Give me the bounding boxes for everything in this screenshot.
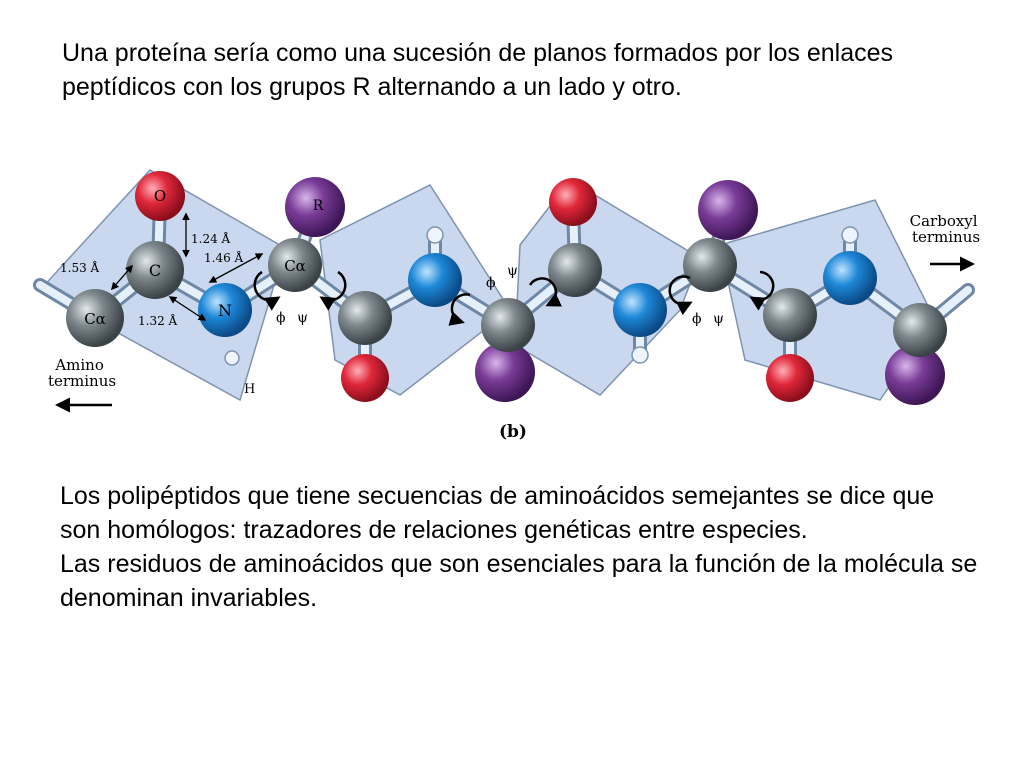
phi-rotation-arrow (448, 293, 471, 326)
peptide-plane-diagram: O C N R H Cα Cα 1.24 Å 1.46 Å 1.53 Å 1.3… (33, 169, 983, 442)
alpha-carbon-atom (893, 303, 947, 357)
r-group-atom (698, 180, 758, 240)
bond-length-c-alpha-c: 1.53 Å (60, 260, 100, 275)
paragraph-invariable: Las residuos de aminoácidos que son esen… (60, 550, 978, 612)
amino-terminus-label: Amino (54, 356, 104, 374)
atom-label-o: O (154, 187, 166, 205)
oxygen-atom (135, 171, 185, 221)
alpha-carbon-atom (683, 238, 737, 292)
carbon-atom (338, 291, 392, 345)
carbon-atom (548, 243, 602, 297)
amino-terminus-label-line-2: terminus (48, 372, 116, 390)
psi-label: ψ (507, 263, 518, 279)
atoms (66, 171, 947, 405)
intro-text: Una proteína sería como una sucesión de … (62, 39, 894, 101)
svg-text:Amino terminus: Amino terminus (48, 356, 116, 390)
alpha-carbon-atom (268, 238, 322, 292)
phi-rotation-arrow (668, 275, 693, 316)
psi-label: ψ (297, 310, 308, 326)
body-text: Los polipéptidos que tiene secuencias de… (60, 479, 980, 615)
nitrogen-atom (198, 283, 252, 337)
atom-label-c: C (149, 261, 161, 280)
nitrogen-atom (613, 283, 667, 337)
paragraph-homologous: Los polipéptidos que tiene secuencias de… (60, 482, 935, 544)
atom-label-c-alpha: Cα (84, 310, 106, 328)
psi-rotation-arrow (319, 270, 347, 311)
carboxyl-terminus-label: Carboxyl (910, 212, 978, 230)
atom-label-n: N (218, 301, 232, 320)
psi-rotation-arrow (528, 277, 563, 307)
bond-length-cn-alpha: 1.46 Å (204, 250, 244, 265)
amino-terminus: Amino terminus (48, 356, 116, 413)
psi-label: ψ (713, 311, 724, 327)
bond-length-peptide: 1.32 Å (138, 313, 178, 328)
r-group-atom (285, 177, 345, 237)
r-group-atom (475, 342, 535, 402)
carbon-atom (126, 241, 184, 299)
carbon-atom (763, 288, 817, 342)
alpha-carbon-atom (481, 298, 535, 352)
carboxyl-terminus: Carboxyl terminus (910, 212, 983, 272)
bond-length-co: 1.24 Å (191, 231, 231, 246)
phi-label: ϕ (486, 275, 496, 291)
figure-label: (b) (499, 422, 527, 442)
atom-label-c-alpha: Cα (284, 257, 306, 275)
bond-length-indicators (110, 212, 264, 321)
r-group-atom (885, 345, 945, 405)
psi-rotation-arrow (749, 270, 775, 311)
oxygen-atom (766, 354, 814, 402)
phi-label: ϕ (692, 311, 702, 327)
phi-label: ϕ (276, 310, 286, 326)
svg-text:Carboxyl terminus: Carboxyl terminus (910, 212, 983, 246)
carboxyl-terminus-label-line-2: terminus (912, 228, 980, 246)
alpha-carbon-atom (66, 289, 124, 347)
atom-label-r: R (313, 198, 324, 214)
oxygen-atom (549, 178, 597, 226)
atom-label-h: H (244, 382, 255, 397)
nitrogen-atom (823, 251, 877, 305)
nitrogen-atom (408, 253, 462, 307)
oxygen-atom (341, 354, 389, 402)
